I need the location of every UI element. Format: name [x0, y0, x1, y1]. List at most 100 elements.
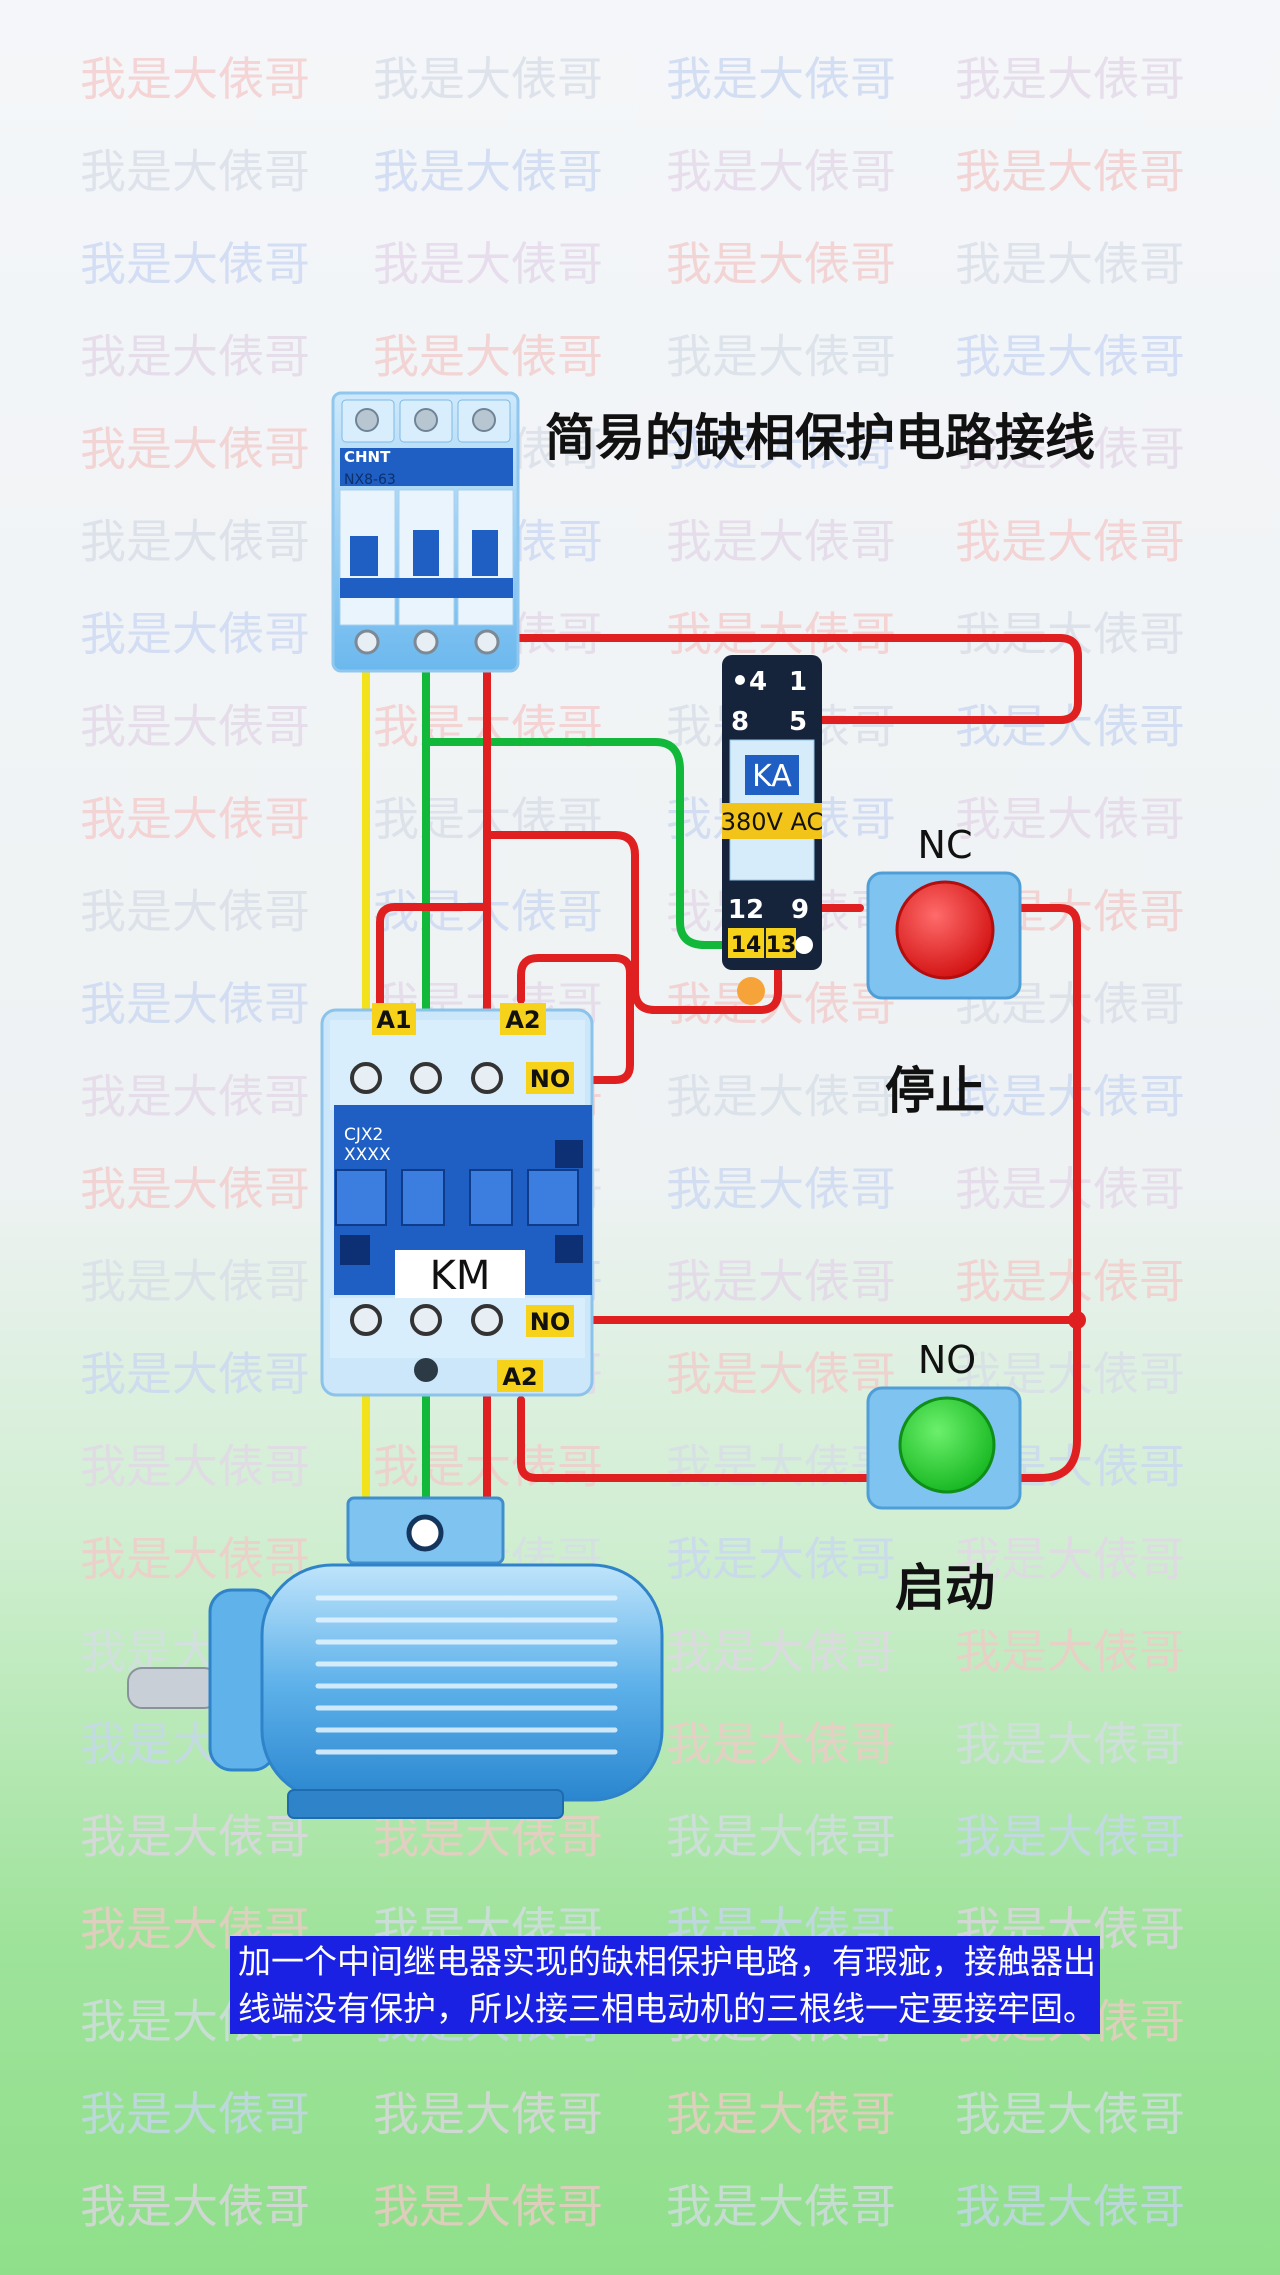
- watermark-text: 我是大俵哥: [666, 2180, 896, 2234]
- watermark-text: 我是大俵哥: [955, 1810, 1185, 1864]
- watermark-text: 我是大俵哥: [80, 1440, 310, 1494]
- watermark-text: 我是大俵哥: [666, 1347, 896, 1401]
- watermark-text: 我是大俵哥: [373, 237, 603, 291]
- watermark-text: 我是大俵哥: [666, 515, 896, 569]
- watermark-text: 我是大俵哥: [80, 1162, 310, 1216]
- watermark-text: 我是大俵哥: [955, 1255, 1185, 1309]
- watermark-text: 我是大俵哥: [955, 515, 1185, 569]
- start-button-label: 启动: [895, 1559, 995, 1617]
- watermark-text: 我是大俵哥: [666, 1255, 896, 1309]
- watermark-text: 我是大俵哥: [955, 145, 1185, 199]
- watermark-text: 我是大俵哥: [666, 422, 896, 476]
- watermark-text: 我是大俵哥: [80, 1255, 310, 1309]
- relay-terminal-dot: [735, 675, 745, 685]
- watermark-text: 我是大俵哥: [666, 1717, 896, 1771]
- contactor-a2-bottom-label: A2: [502, 1363, 537, 1391]
- watermark-text: 我是大俵哥: [955, 52, 1185, 106]
- watermark-text: 我是大俵哥: [955, 1717, 1185, 1771]
- watermark-text: 我是大俵哥: [666, 1440, 896, 1494]
- watermark-text: 我是大俵哥: [373, 2180, 603, 2234]
- watermark-text: 我是大俵哥: [955, 1532, 1185, 1586]
- stop-button[interactable]: [895, 880, 995, 980]
- watermark-text: 我是大俵哥: [955, 1162, 1185, 1216]
- watermark-text: 我是大俵哥: [373, 2087, 603, 2141]
- watermark-text: 我是大俵哥: [666, 237, 896, 291]
- contactor-a2-top-label: A2: [505, 1006, 540, 1034]
- wires: [362, 634, 1082, 1514]
- relay-terminal-8: 8: [731, 707, 749, 737]
- caption-line-2: 线端没有保护，所以接三相电动机的三根线一定要接牢固。: [238, 1989, 1096, 2028]
- watermark-text: 我是大俵哥: [80, 2180, 310, 2234]
- relay-terminal-4: 4: [749, 667, 767, 697]
- page-title: 简易的缺相保护电路接线: [545, 409, 1095, 467]
- watermark-text: 我是大俵哥: [955, 700, 1185, 754]
- relay-terminal-14: 14: [731, 933, 762, 958]
- watermark-text: 我是大俵哥: [666, 1810, 896, 1864]
- wire-a2-bottom-to-start: [517, 1396, 879, 1482]
- watermark-text: 我是大俵哥: [666, 1625, 896, 1679]
- contactor-model-line2: XXXX: [344, 1145, 391, 1165]
- contactor-no-bottom-label: NO: [530, 1308, 571, 1336]
- start-button[interactable]: [898, 1396, 996, 1494]
- start-button-unit: NO 启动: [866, 1338, 1022, 1617]
- watermark-text: 我是大俵哥: [80, 422, 310, 476]
- watermark-text: 我是大俵哥: [955, 792, 1185, 846]
- stop-button-unit: NC 停止: [866, 823, 1022, 1120]
- wire-a2-no-top-loop: [517, 954, 634, 1084]
- junction-dot: [1068, 1311, 1086, 1329]
- watermark-text: 我是大俵哥: [80, 1070, 310, 1124]
- watermark-text: 我是大俵哥: [955, 2180, 1185, 2234]
- watermark-text: 我是大俵哥: [373, 145, 603, 199]
- watermark-text: 我是大俵哥: [80, 885, 310, 939]
- wire-red-top-loop: [483, 634, 1082, 724]
- wire-red-to-relay-12: [483, 831, 782, 1014]
- caption-box: 加一个中间继电器实现的缺相保护电路，有瑕疵，接触器出 线端没有保护，所以接三相电…: [230, 1936, 1100, 2034]
- relay-name: KA: [752, 759, 792, 794]
- watermark-text: 我是大俵哥: [666, 145, 896, 199]
- watermark-text: 我是大俵哥: [666, 2087, 896, 2141]
- watermark-text: 我是大俵哥: [80, 2087, 310, 2141]
- watermark-text: 我是大俵哥: [80, 1532, 310, 1586]
- watermark-text: 我是大俵哥: [80, 330, 310, 384]
- relay-terminal-5: 5: [789, 707, 807, 737]
- breaker-brand: CHNT: [344, 448, 391, 466]
- watermark-text: 我是大俵哥: [80, 1347, 310, 1401]
- watermark-text: 我是大俵哥: [80, 515, 310, 569]
- watermark-text: 我是大俵哥: [80, 145, 310, 199]
- watermark-text: 我是大俵哥: [80, 1810, 310, 1864]
- wire-red-a1: [376, 903, 491, 1009]
- watermark-text: 我是大俵哥: [80, 52, 310, 106]
- relay-ka: 4 1 8 5 12 9 14 13 KA 380V AC: [721, 655, 824, 1005]
- electric-motor: [127, 1496, 664, 1819]
- stop-button-contact: NC: [918, 823, 973, 867]
- stop-button-label: 停止: [885, 1062, 985, 1120]
- relay-voltage: 380V AC: [721, 808, 824, 836]
- contactor-model-line1: CJX2: [344, 1125, 383, 1145]
- watermark-text: 我是大俵哥: [666, 52, 896, 106]
- watermark-text: 我是大俵哥: [666, 330, 896, 384]
- watermark-text: 我是大俵哥: [955, 1070, 1185, 1124]
- contactor-a1-label: A1: [376, 1006, 411, 1034]
- caption-line-1: 加一个中间继电器实现的缺相保护电路，有瑕疵，接触器出: [238, 1942, 1096, 1981]
- relay-terminal-13: 13: [766, 933, 797, 958]
- watermark-text: 我是大俵哥: [373, 52, 603, 106]
- watermark-text: 我是大俵哥: [80, 237, 310, 291]
- wire-green-to-relay-14: [422, 738, 729, 949]
- start-button-contact: NO: [918, 1338, 976, 1382]
- contactor-name: KM: [430, 1253, 491, 1299]
- relay-terminal-12: 12: [728, 895, 764, 925]
- watermark-text: 我是大俵哥: [666, 1162, 896, 1216]
- watermark-text: 我是大俵哥: [955, 330, 1185, 384]
- watermark-text: 我是大俵哥: [955, 237, 1185, 291]
- relay-terminal-1: 1: [789, 667, 807, 697]
- watermark-text: 我是大俵哥: [80, 700, 310, 754]
- watermark-text: 我是大俵哥: [666, 1070, 896, 1124]
- watermark-text: 我是大俵哥: [80, 792, 310, 846]
- watermark-text: 我是大俵哥: [955, 2087, 1185, 2141]
- relay-terminal-9: 9: [791, 895, 809, 925]
- watermark-text: 我是大俵哥: [666, 1532, 896, 1586]
- circuit-breaker: CHNT NX8-63: [331, 391, 520, 673]
- contactor-km: CJX2 XXXX KM A1 A2 NO NO A2: [320, 1003, 594, 1397]
- watermark-text: 我是大俵哥: [955, 422, 1185, 476]
